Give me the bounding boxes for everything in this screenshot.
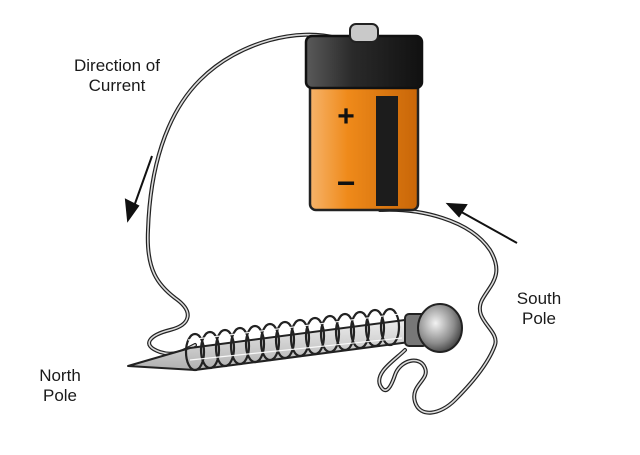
battery-stripe bbox=[376, 96, 398, 206]
positive-symbol: + bbox=[337, 100, 355, 133]
north-line-1: North bbox=[39, 366, 81, 385]
south-line-2: Pole bbox=[521, 309, 557, 328]
battery-cap bbox=[304, 34, 424, 90]
north-pole-label: North Pole bbox=[22, 366, 98, 406]
south-pole-label: South Pole bbox=[496, 289, 582, 329]
current-arrow-right-icon bbox=[445, 202, 518, 244]
negative-symbol: − bbox=[337, 165, 356, 201]
south-line-1: South bbox=[516, 289, 562, 308]
battery: + − bbox=[304, 23, 424, 212]
current-arrow-left-icon bbox=[124, 155, 153, 223]
battery-terminal bbox=[349, 23, 379, 43]
direction-of-current-label: Direction of Current bbox=[48, 56, 186, 96]
nail-head bbox=[404, 303, 463, 353]
wire-coil bbox=[184, 307, 401, 372]
direction-line-2: Current bbox=[88, 76, 146, 95]
direction-line-1: Direction of bbox=[74, 56, 160, 75]
north-line-2: Pole bbox=[42, 386, 78, 405]
